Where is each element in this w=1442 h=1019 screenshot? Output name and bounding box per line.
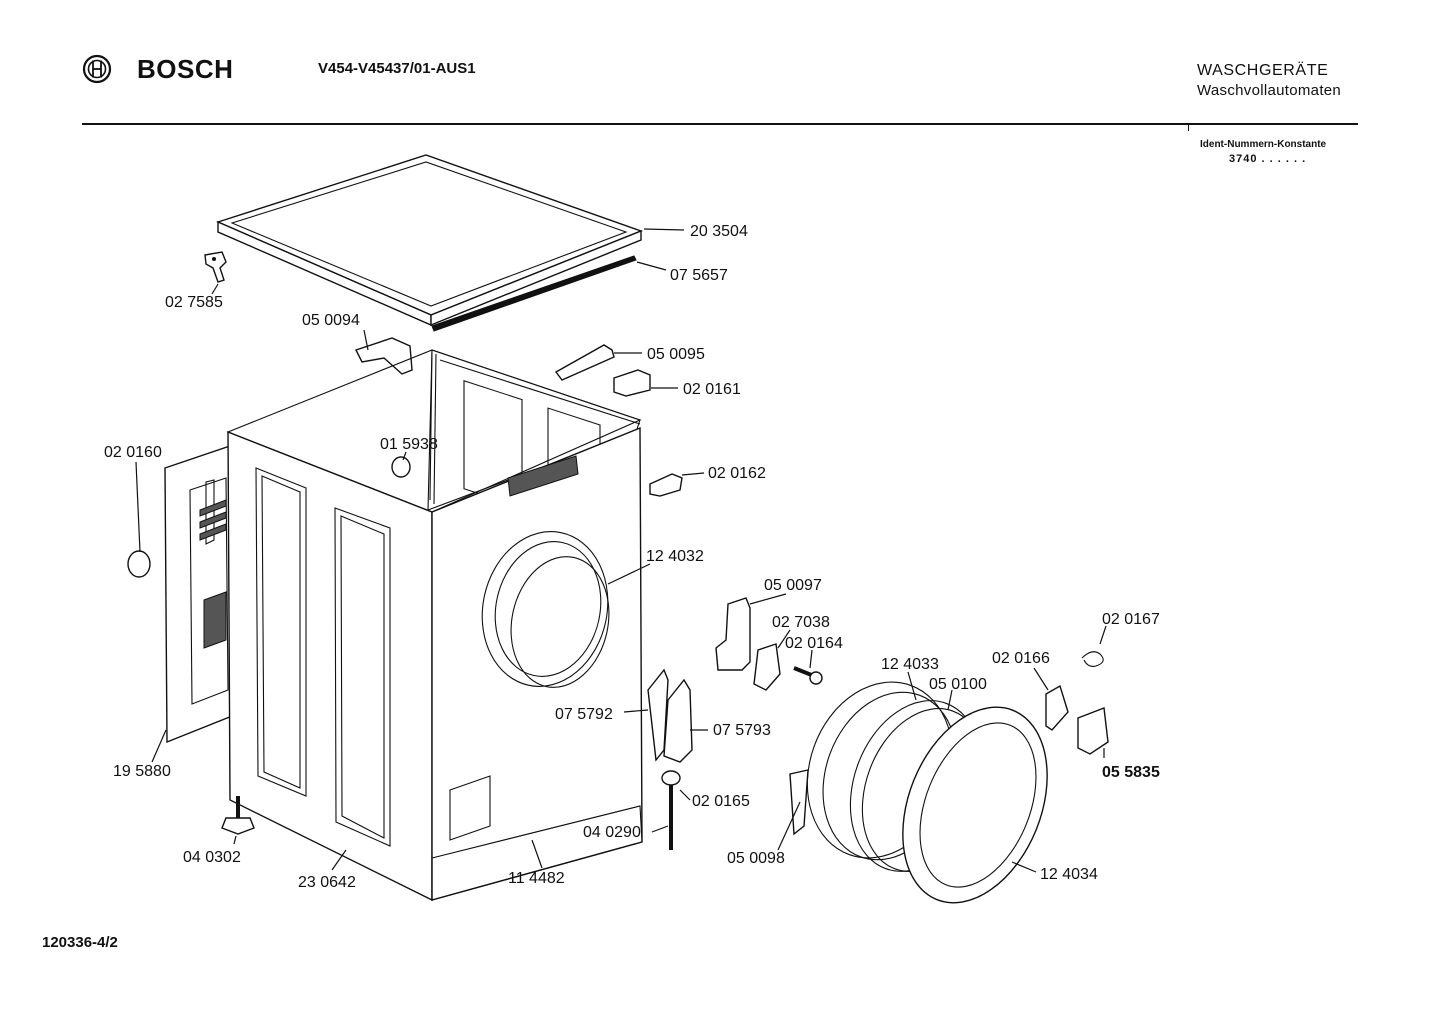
- door-assembly-part: [806, 681, 1048, 904]
- part-label-05-0094: 05 0094: [302, 312, 360, 329]
- part-label-05-0097: 05 0097: [764, 577, 822, 594]
- part-label-19-5880: 19 5880: [113, 763, 171, 780]
- feet-rod-part: [661, 770, 681, 850]
- part-label-05-5835: 05 5835: [1102, 764, 1160, 781]
- part-label-11-4482: 11 4482: [508, 870, 565, 887]
- part-label-12-4032: 12 4032: [646, 548, 704, 565]
- leader-lines: [135, 228, 1107, 873]
- part-label-04-0302: 04 0302: [183, 849, 241, 866]
- part-label-12-4034: 12 4034: [1040, 866, 1098, 883]
- part-label-02-7585: 02 7585: [165, 294, 223, 311]
- header-rule: [82, 123, 1358, 125]
- screw-part: [793, 666, 823, 685]
- bosch-armature-logo-icon: [82, 54, 112, 84]
- part-label-02-7038: 02 7038: [772, 614, 830, 631]
- cabinet-body-part: [226, 349, 643, 902]
- part-label-02-0162: 02 0162: [708, 465, 766, 482]
- part-label-02-0165: 02 0165: [692, 793, 750, 810]
- top-cover-part: [216, 154, 643, 327]
- door-handle-part: [1077, 707, 1109, 755]
- rear-side-panel-part: [164, 445, 233, 744]
- document-number: 120336-4/2: [42, 934, 118, 951]
- ident-value: 3740 . . . . . .: [1229, 153, 1307, 165]
- category-subtitle: Waschvollautomaten: [1197, 82, 1342, 99]
- door-hinge-left-part: [647, 668, 669, 762]
- part-label-02-0166: 02 0166: [992, 650, 1050, 667]
- part-label-02-0164: 02 0164: [785, 635, 843, 652]
- part-label-05-0100: 05 0100: [929, 676, 987, 693]
- ident-label: Ident-Nummern-Konstante: [1200, 139, 1327, 150]
- part-label-04-0290: 04 0290: [583, 824, 641, 841]
- part-label-23-0642: 23 0642: [298, 874, 356, 891]
- part-label-05-0095: 05 0095: [647, 346, 705, 363]
- model-number: V454-V45437/01-AUS1: [318, 60, 476, 77]
- cover-seal-strip-part: [431, 255, 637, 332]
- door-lock-bracket-part: [715, 597, 751, 671]
- category-title: WASCHGERÄTE: [1197, 62, 1329, 79]
- hinge-piece-part: [753, 643, 781, 691]
- part-label-02-0167: 02 0167: [1102, 611, 1160, 628]
- top-bracket-left-part: [355, 337, 413, 375]
- cover-clip-part: [204, 251, 227, 283]
- part-label-20-3504: 20 3504: [690, 223, 748, 240]
- top-rail-part: [554, 344, 615, 381]
- header-rule-tick: [1188, 123, 1189, 131]
- part-label-02-0161: 02 0161: [683, 381, 741, 398]
- part-label-05-0098: 05 0098: [727, 850, 785, 867]
- part-label-07-5792: 07 5792: [555, 706, 613, 723]
- door-catch-part: [1045, 684, 1069, 731]
- part-label-07-5793: 07 5793: [713, 722, 771, 739]
- hinge-clip-part: [613, 369, 651, 397]
- part-label-02-0160: 02 0160: [104, 444, 162, 461]
- door-clip-part: [789, 769, 809, 836]
- part-labels: 20 3504 07 5657 02 7585 05 0094 05 0095 …: [104, 223, 1160, 891]
- spring-part: [1081, 651, 1104, 667]
- adjustable-foot-part: [221, 796, 255, 835]
- part-label-07-5657: 07 5657: [670, 267, 728, 284]
- brand-name: BOSCH: [137, 54, 234, 84]
- part-label-01-5938: 01 5938: [380, 436, 438, 453]
- side-clip-part: [649, 473, 683, 497]
- part-label-12-4033: 12 4033: [881, 656, 939, 673]
- door-hinge-right-part: [663, 678, 693, 763]
- cap-nut-part: [391, 456, 411, 478]
- panel-plug-part: [127, 550, 151, 578]
- front-drum-opening: [481, 531, 610, 688]
